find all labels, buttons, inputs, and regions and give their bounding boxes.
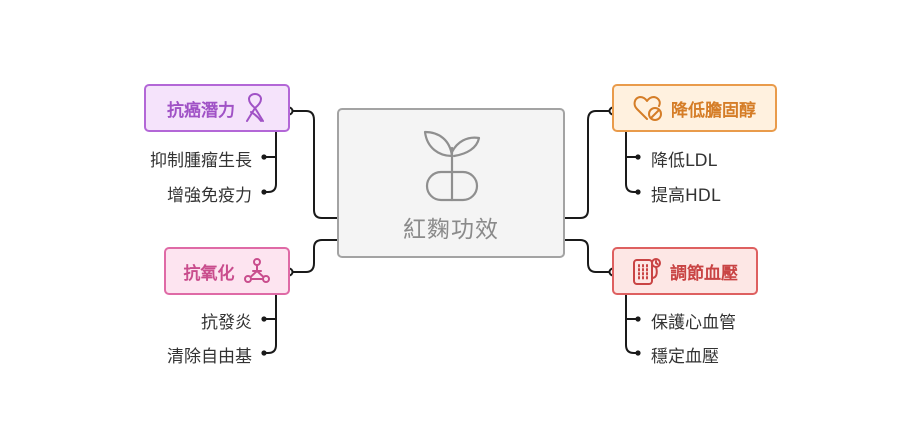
branch-bloodpressure-label: 調節血壓 bbox=[670, 263, 738, 284]
leaf-cholesterol-1: 降低LDL bbox=[651, 151, 718, 171]
branch-cholesterol: 降低膽固醇 bbox=[612, 84, 777, 132]
leaf-antioxidant-1: 抗發炎 bbox=[201, 313, 252, 333]
leaf-antioxidant-2: 清除自由基 bbox=[167, 347, 252, 367]
branch-antioxidant-label: 抗氧化 bbox=[183, 263, 235, 284]
center-node: 紅麴功效 bbox=[337, 108, 565, 258]
molecule-icon bbox=[243, 258, 270, 283]
branch-anticancer-label: 抗癌潛力 bbox=[167, 100, 235, 121]
connector-center-antioxidant bbox=[290, 239, 337, 273]
heart-block-icon bbox=[633, 96, 662, 121]
connector-center-anticancer bbox=[290, 110, 337, 219]
blood-pressure-monitor-icon bbox=[633, 258, 661, 285]
leaf-cholesterol-2: 提高HDL bbox=[651, 186, 721, 206]
connector-center-bloodpressure bbox=[565, 239, 612, 273]
leaf-bloodpressure-2: 穩定血壓 bbox=[651, 347, 719, 367]
leaf-anticancer-1: 抑制腫瘤生長 bbox=[150, 151, 252, 171]
leaf-anticancer-2: 增強免疫力 bbox=[167, 186, 252, 206]
branch-anticancer: 抗癌潛力 bbox=[144, 84, 290, 132]
connector-center-cholesterol bbox=[565, 110, 612, 219]
center-label: 紅麴功效 bbox=[403, 217, 499, 243]
ribbon-icon bbox=[246, 93, 264, 122]
branch-cholesterol-label: 降低膽固醇 bbox=[671, 100, 756, 121]
branch-antioxidant: 抗氧化 bbox=[164, 247, 290, 295]
branch-bloodpressure: 調節血壓 bbox=[612, 247, 758, 295]
sprout-capsule-icon bbox=[423, 130, 481, 202]
leaf-bloodpressure-1: 保護心血管 bbox=[651, 313, 736, 333]
